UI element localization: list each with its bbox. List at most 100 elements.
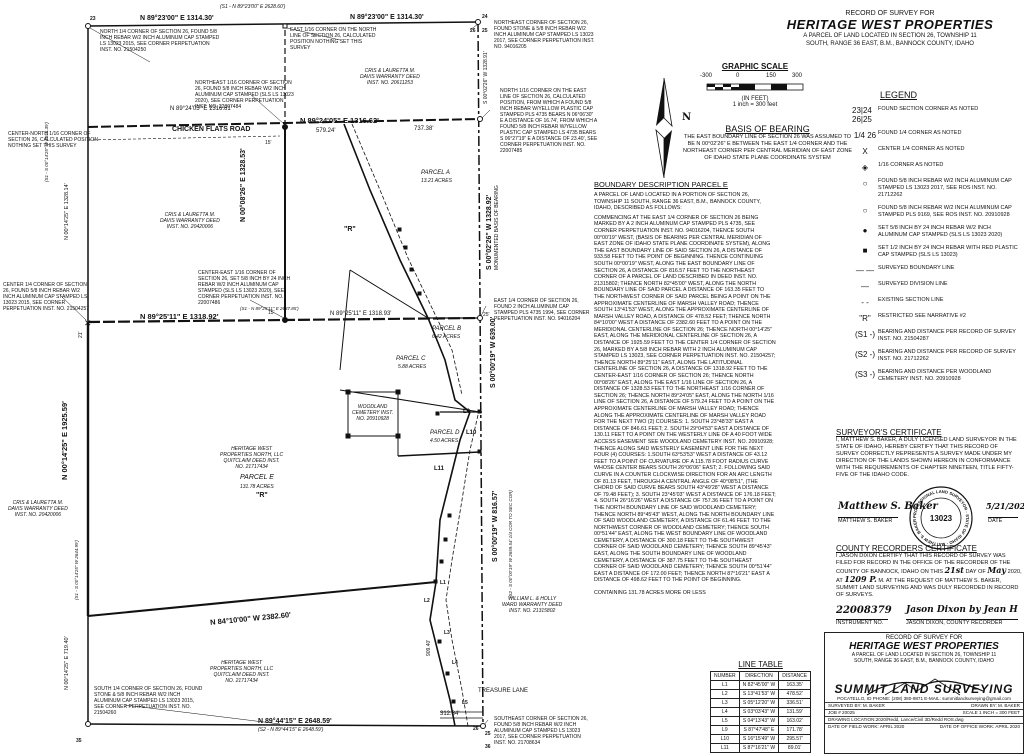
north-sixteenth-line (87, 118, 481, 128)
surveyor-text: I, MATTHEW S. BAKER, A DULY LICENSED LAN… (836, 437, 1017, 478)
col-number: NUMBER (710, 671, 740, 681)
l2-label: L2 (424, 598, 430, 604)
dist-579: 579.24' (316, 128, 336, 134)
legend-text: RESTRICTED SEE NARRATIVE #2 (878, 313, 966, 319)
table-cell: L5 (710, 716, 740, 726)
mountain-logo-icon (866, 678, 984, 696)
county-text-3: 2020, AT (836, 569, 1022, 584)
scale-tick-1: -300 (700, 73, 713, 79)
legend-text: SET 5/8 INCH BY 24 INCH REBAR W/2 INCH A… (878, 225, 1003, 238)
legend-symbol-icon: — — (855, 265, 875, 275)
north-sixteenth-bearing: N 89°24'05" E 1316.62' (300, 116, 379, 125)
parcel-c-acres: 5.88 ACRES (398, 364, 427, 370)
legend-item: ◈1/16 CORNER AS NOTED (852, 162, 1020, 172)
svg-text:✕: ✕ (84, 318, 92, 328)
legend-text: BEARING AND DISTANCE PER RECORD OF SURVE… (878, 329, 1016, 342)
legend-symbol-icon: "R" (859, 313, 871, 323)
legend-symbol-icon: (S3 -) (855, 369, 875, 379)
plat-drawing: ✕ (59, 19, 491, 729)
l11-label: L11 (434, 466, 445, 472)
legend-symbol-icon: 1/4 26 (853, 130, 877, 140)
county-month: May (987, 565, 1007, 575)
woodland-label: WOODLAND CEMETERY INST. NO. 20910928 (352, 404, 394, 422)
boundary-containing: CONTAINING 131.78 ACRES MORE OR LESS (594, 590, 706, 597)
tb-officework: DATE OF OFFICE WORK: APRIL 2020 (939, 723, 1020, 729)
corner-23: 23 (90, 16, 96, 22)
table-cell: 89.01' (778, 743, 812, 753)
county-day: 21st (944, 565, 964, 575)
table-cell: S 16°15'49" W (738, 734, 780, 744)
legend-symbol-icon: (S2 -) (855, 349, 875, 359)
east-bearing-top: S 00°02'26" W 1328.91' (483, 51, 489, 104)
table-cell: L2 (710, 689, 740, 699)
monument-note: MONUMENTED BASIS OF BEARING (494, 185, 500, 270)
heritage-deed-label-2: HERITAGE WEST PROPERTIES NORTH, LLC QUIT… (210, 660, 274, 684)
lat-bearing-s1: (S1 - N 89°25'11" E 2637.85') (240, 306, 299, 311)
northeast-corner-note: NORTHEAST CORNER OF SECTION 26, FOUND ST… (494, 20, 595, 50)
top-bearing-2: N 89°23'00" E 1314.30' (350, 14, 424, 21)
tb-drawn: DRAWN BY: M. BAKER (971, 702, 1020, 708)
legend-symbol-icon: ○ (862, 178, 868, 188)
title-desc: A PARCEL OF LAND LOCATED IN SECTION 26, … (803, 33, 977, 47)
instrument-number: 22008379 (836, 605, 892, 616)
scale-bar (706, 83, 804, 91)
parcel-d-label: PARCEL D (430, 430, 460, 436)
table-cell: L9 (710, 725, 740, 735)
legend-item: ○ FOUND 5/8 INCH REBAR W/2 INCH ALUMINUM … (852, 178, 1020, 199)
meridian-bearing-low: N 00°14'25" E 719.40' (64, 636, 70, 690)
east-quarter-note: EAST 1/4 CORNER OF SECTION 26, FOUND 2 I… (494, 298, 590, 322)
table-cell: 163.02' (778, 716, 812, 726)
center-north-note: CENTER-NORTH 1/16 CORNER OF SECTION 26, … (8, 131, 98, 149)
tb-surveyed: SURVEYED BY: M. BAKER (828, 702, 885, 708)
legend-text: SURVEYED DIVISION LINE (878, 281, 948, 287)
legend-text: FOUND SECTION CORNER AS NOTED (878, 106, 979, 112)
road-lower-east (445, 414, 479, 727)
meridian-s1-top: (S1 - S 00°14'25" W 2656.39') (44, 122, 49, 182)
diag-boundary (87, 581, 437, 617)
surveyor-certificate: SURVEYOR'S CERTIFICATE I, MATTHEW S. BAK… (836, 428, 1024, 550)
legend-item: "R" RESTRICTED SEE NARRATIVE #2 (852, 313, 1020, 323)
dist-909: 909.40' (426, 639, 432, 656)
legend-item: ○FOUND 5/8 INCH REBAR W/2 INCH ALUMINUM … (852, 205, 1020, 219)
surveyor-signature: Matthew S. Baker (838, 501, 938, 512)
dist-25: 25' (483, 312, 490, 318)
table-cell: L4 (710, 707, 740, 717)
meridian-bearing: N 00°14'25" E 1925.59' (60, 401, 69, 480)
table-cell: L10 (710, 734, 740, 744)
legend-item: (S3 -)BEARING AND DISTANCE PER WOODLAND … (852, 369, 1020, 383)
east-sixteenth-bearing: N 00°08'26" E 1328.53' (240, 148, 247, 222)
col-direction: DIRECTION (738, 671, 780, 681)
l3-label: L3 (444, 630, 450, 636)
boundary-title: BOUNDARY DESCRIPTION PARCEL E (594, 180, 728, 189)
dist-15-a: 15' (265, 140, 272, 146)
col-distance: DISTANCE (778, 671, 812, 681)
legend-text: FOUND 5/8 INCH REBAR W/2 INCH ALUMINUM C… (878, 178, 1012, 198)
corner-26-b: 26 (473, 726, 479, 732)
line-table-title: LINE TABLE (738, 660, 783, 669)
surveyor-seal: PROFESSIONAL LAND SURVEYOR · STATE OF ID… (909, 486, 973, 550)
bottom-bearing-s: (S2 - N 89°44'15" E 2648.59') (258, 727, 324, 733)
legend-symbol-icon: — (861, 281, 869, 291)
table-cell: 171.78' (778, 725, 812, 735)
south-quarter-note: SOUTH 1/4 CORNER OF SECTION 26, FOUND ST… (94, 686, 203, 716)
l5-label: L5 (462, 700, 468, 706)
table-cell: S 87°47'48" E (738, 725, 780, 735)
l4-label: L4 (452, 660, 458, 666)
legend-symbol-icon: X (862, 146, 868, 156)
parcel-b-label: PARCEL B (432, 326, 462, 332)
north-quarter-note: NORTH 1/4 CORNER OF SECTION 26, FOUND 5/… (100, 29, 220, 53)
corner-24: 24 (482, 14, 488, 20)
center-quarter-note: CENTER 1/4 CORNER OF SECTION 26, FOUND 5… (3, 282, 90, 312)
l1-label: L1 (440, 580, 446, 586)
legend-title: LEGEND (880, 90, 918, 100)
legend-text: FOUND 5/8 INCH REBAR W/2 INCH ALUMINUM C… (878, 205, 1012, 218)
parcel-b-acres: 6.42 ACRES (432, 334, 461, 340)
lat-bearing-2: N 89°25'11" E 1318.93' (330, 311, 392, 317)
legend-symbol-icon: ◈ (861, 162, 869, 172)
table-cell: S 13°41'53" W (738, 689, 780, 699)
